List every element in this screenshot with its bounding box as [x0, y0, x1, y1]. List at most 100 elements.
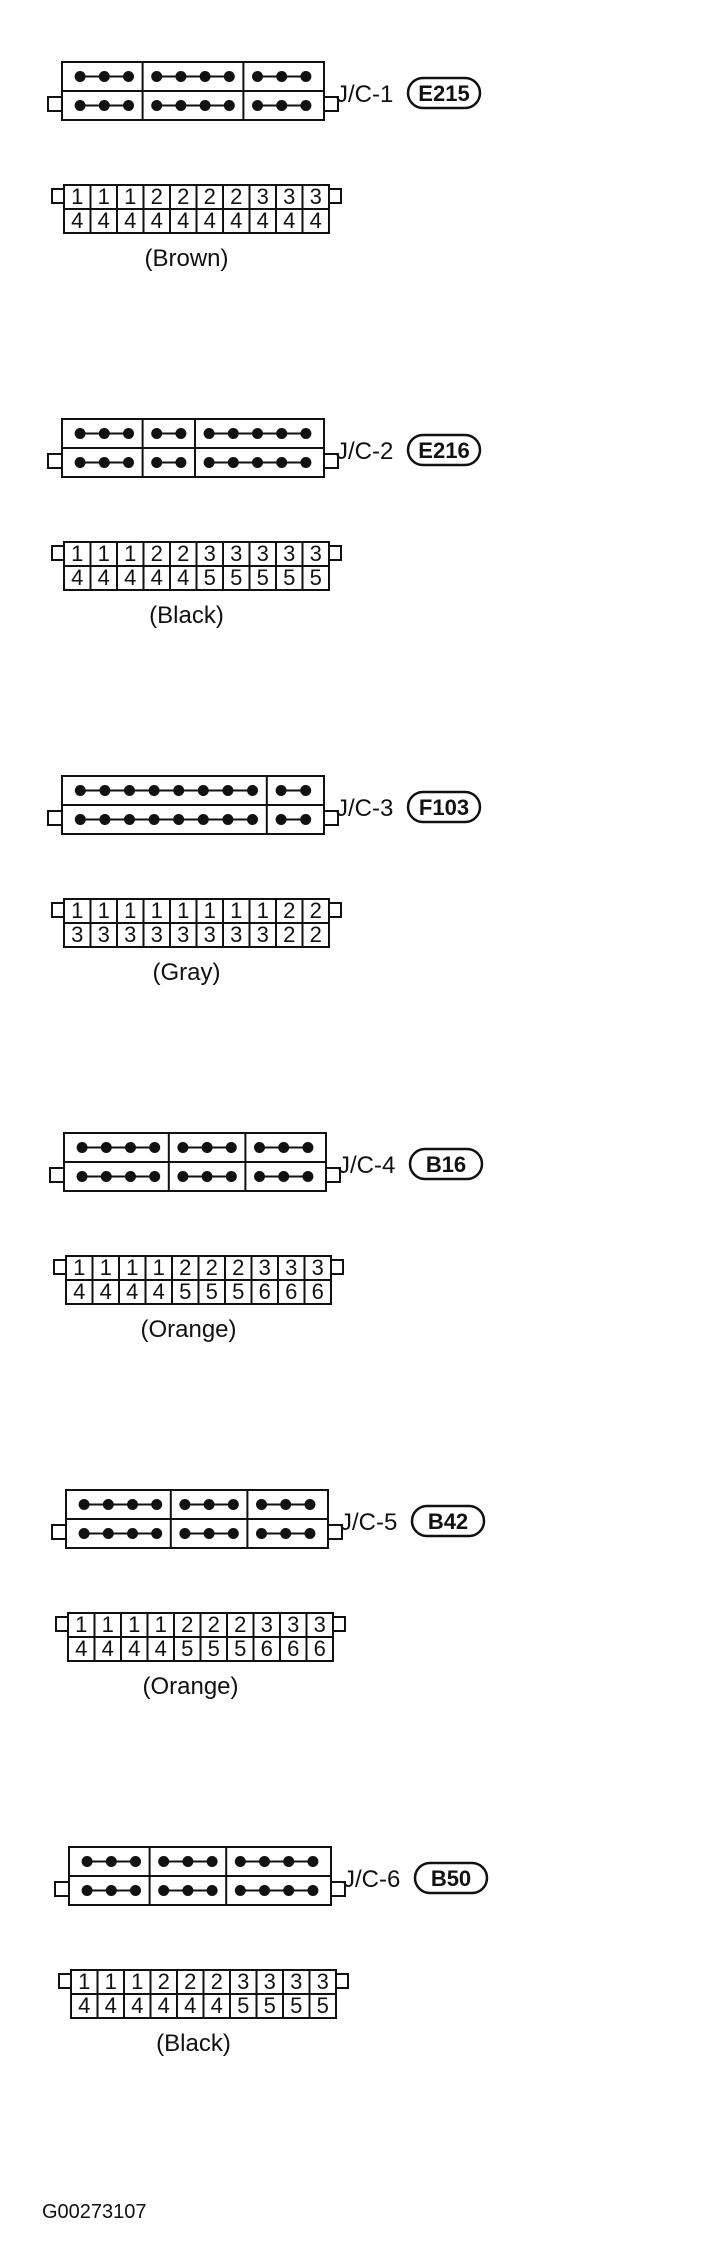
pin-dot — [127, 1528, 138, 1539]
connector-code: B42 — [428, 1509, 468, 1534]
pin-number: 1 — [131, 1969, 143, 1994]
pin-number: 2 — [158, 1969, 170, 1994]
pin-dot — [252, 428, 263, 439]
pin-number: 5 — [237, 1993, 249, 2018]
pin-dot — [148, 814, 160, 825]
pin-number: 2 — [232, 1255, 244, 1280]
pin-number: 1 — [105, 1969, 117, 1994]
pin-number: 1 — [98, 184, 110, 209]
jc-label: J/C-6 — [343, 1866, 400, 1893]
pin-dot — [177, 1171, 189, 1182]
pin-dot — [302, 1171, 314, 1182]
left-latch — [51, 188, 65, 204]
right-latch — [328, 545, 342, 561]
pin-number: 4 — [158, 1993, 170, 2018]
pin-dot — [256, 1528, 267, 1539]
pin-number: 3 — [310, 541, 322, 566]
pin-dot — [151, 71, 163, 82]
pin-number: 5 — [257, 565, 269, 590]
pin-number: 6 — [312, 1279, 324, 1304]
connector-code: E215 — [418, 81, 469, 106]
connector-face — [49, 1132, 341, 1192]
left-latch — [55, 1616, 69, 1632]
pin-number: 1 — [204, 898, 216, 923]
pin-number: 1 — [151, 898, 163, 923]
left-latch — [47, 453, 63, 469]
pin-dot — [197, 785, 209, 796]
pin-number: 1 — [257, 898, 269, 923]
pin-dot — [201, 1171, 213, 1182]
pin-number: 4 — [78, 1993, 90, 2018]
pin-dot — [151, 1528, 163, 1539]
pin-number: 3 — [177, 922, 189, 947]
pin-number: 1 — [78, 1969, 90, 1994]
pin-dot — [100, 1142, 112, 1153]
pin-dot — [76, 1171, 88, 1182]
pin-dot — [102, 1499, 114, 1510]
pin-number: 3 — [257, 184, 269, 209]
pin-dot — [300, 71, 312, 82]
pin-number: 4 — [155, 1636, 167, 1661]
pin-number: 3 — [283, 541, 295, 566]
pin-number: 3 — [257, 922, 269, 947]
connector-color: (Brown) — [144, 245, 228, 272]
pin-dot — [99, 814, 111, 825]
pin-number: 2 — [310, 898, 322, 923]
left-latch — [49, 1167, 65, 1183]
pin-dot — [76, 1142, 88, 1153]
pin-number: 3 — [237, 1969, 249, 1994]
pin-number: 3 — [257, 541, 269, 566]
pin-number: 1 — [98, 898, 110, 923]
pin-number: 2 — [151, 541, 163, 566]
connector-code: F103 — [419, 795, 469, 820]
pin-number: 3 — [151, 922, 163, 947]
connector-face — [47, 775, 339, 835]
pin-number: 5 — [317, 1993, 329, 2018]
right-latch — [335, 1973, 349, 1989]
pin-number: 5 — [206, 1279, 218, 1304]
right-latch — [325, 1167, 341, 1183]
pin-dot — [125, 1171, 136, 1182]
pin-number: 4 — [124, 208, 136, 233]
connector-code-badge — [406, 433, 482, 467]
pin-number: 2 — [204, 184, 216, 209]
pin-number: 4 — [283, 208, 295, 233]
left-latch — [47, 810, 63, 826]
connector-color: (Orange) — [140, 1316, 236, 1343]
right-latch — [332, 1616, 346, 1632]
pin-dot — [225, 1171, 237, 1182]
pin-number: 5 — [204, 565, 216, 590]
pin-dot — [307, 1856, 319, 1867]
right-latch — [323, 810, 339, 826]
pin-number: 6 — [261, 1636, 273, 1661]
connector-code-badge — [406, 790, 482, 824]
pin-number: 5 — [283, 565, 295, 590]
pin-dot — [227, 1499, 239, 1510]
pin-number: 3 — [283, 184, 295, 209]
pin-number: 4 — [211, 1993, 223, 2018]
pin-number: 1 — [124, 184, 136, 209]
pin-dot — [197, 814, 209, 825]
pin-dot — [256, 1499, 267, 1510]
pin-number: 2 — [184, 1969, 196, 1994]
pin-number: 2 — [310, 922, 322, 947]
right-latch — [323, 453, 339, 469]
connector-face — [54, 1846, 346, 1906]
pin-dot — [276, 428, 288, 439]
pin-number: 3 — [317, 1969, 329, 1994]
pin-dot — [100, 1171, 112, 1182]
connector-code: B50 — [431, 1866, 471, 1891]
pin-number: 5 — [181, 1636, 193, 1661]
pin-dot — [199, 100, 211, 111]
pin-number: 1 — [100, 1255, 112, 1280]
pin-number: 3 — [290, 1969, 302, 1994]
left-latch — [51, 1524, 67, 1540]
pin-number: 4 — [177, 565, 189, 590]
pin-dot — [275, 814, 287, 825]
pin-dot — [278, 1171, 290, 1182]
pin-dot — [125, 1142, 136, 1153]
pin-number: 3 — [230, 922, 242, 947]
